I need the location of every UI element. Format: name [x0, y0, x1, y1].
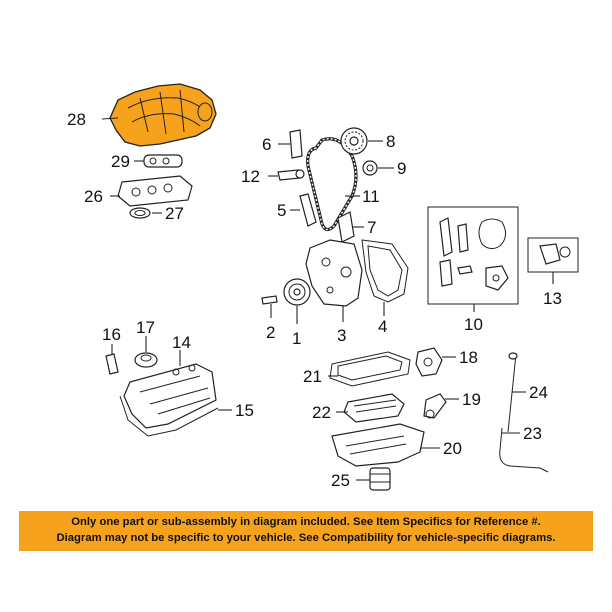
oil-pump-part-18	[415, 347, 443, 377]
gasket-part-4	[361, 239, 409, 303]
guide-part-7	[337, 211, 355, 243]
callout-9: 9	[397, 159, 406, 178]
gasket-part-27	[129, 207, 151, 219]
plenum-part-26	[117, 175, 193, 207]
intake-manifold-part	[109, 83, 217, 147]
sensor-part-6	[289, 129, 303, 159]
callout-3: 3	[337, 326, 346, 345]
guide-part-5	[299, 193, 317, 227]
oil-pan-gasket-part-21	[329, 351, 411, 387]
callout-6: 6	[262, 135, 271, 154]
callout-1: 1	[292, 329, 301, 348]
callout-25: 25	[331, 471, 350, 490]
callout-12: 12	[241, 167, 260, 186]
disclaimer-banner: Only one part or sub-assembly in diagram…	[19, 511, 593, 551]
callout-13: 13	[543, 289, 562, 308]
callout-10: 10	[464, 315, 483, 334]
callout-11: 11	[362, 187, 380, 206]
callout-21: 21	[303, 367, 322, 386]
sprocket-part-8	[340, 127, 368, 155]
callout-15: 15	[235, 401, 254, 420]
leader-28	[101, 117, 119, 120]
callout-4: 4	[378, 317, 387, 336]
callout-17: 17	[136, 318, 155, 337]
valve-cover-part-14	[123, 363, 217, 429]
callout-29: 29	[111, 152, 130, 171]
valve-cover-gasket-part-15	[119, 395, 219, 437]
bolt-part-12	[277, 169, 305, 181]
callout-16: 16	[102, 325, 121, 344]
callout-27: 27	[165, 204, 184, 223]
timing-kit-part-10	[427, 206, 519, 305]
crank-pulley-part-1	[283, 278, 311, 306]
callout-22: 22	[312, 403, 331, 422]
oil-filter-part-25	[369, 467, 391, 491]
pickup-tube-part-19	[423, 393, 447, 419]
callout-28: 28	[67, 110, 86, 129]
bolt-part-2	[261, 295, 278, 305]
callout-20: 20	[443, 439, 462, 458]
callout-19: 19	[462, 390, 481, 409]
callout-23: 23	[523, 424, 542, 443]
timing-cover-part-3	[305, 239, 363, 307]
oil-cap-part-17	[134, 352, 158, 368]
bolt-part-9	[362, 160, 378, 176]
disclaimer-line-1: Only one part or sub-assembly in diagram…	[71, 516, 541, 528]
gasket-part-13	[527, 237, 579, 273]
sensor-part-16	[105, 353, 119, 375]
baffle-part-22	[343, 393, 405, 423]
disclaimer-line-2: Diagram may not be specific to your vehi…	[56, 531, 556, 544]
callout-5: 5	[277, 201, 286, 220]
oil-pan-part-20	[331, 423, 425, 467]
callout-24: 24	[529, 383, 548, 402]
dipstick-part-24	[507, 352, 518, 433]
callout-14: 14	[172, 333, 191, 352]
callout-8: 8	[386, 132, 395, 151]
callout-18: 18	[459, 348, 478, 367]
gasket-part-29	[143, 154, 183, 168]
dipstick-tube-part-23	[499, 427, 549, 473]
callout-26: 26	[84, 187, 103, 206]
callout-2: 2	[266, 323, 275, 342]
callout-7: 7	[367, 218, 376, 237]
